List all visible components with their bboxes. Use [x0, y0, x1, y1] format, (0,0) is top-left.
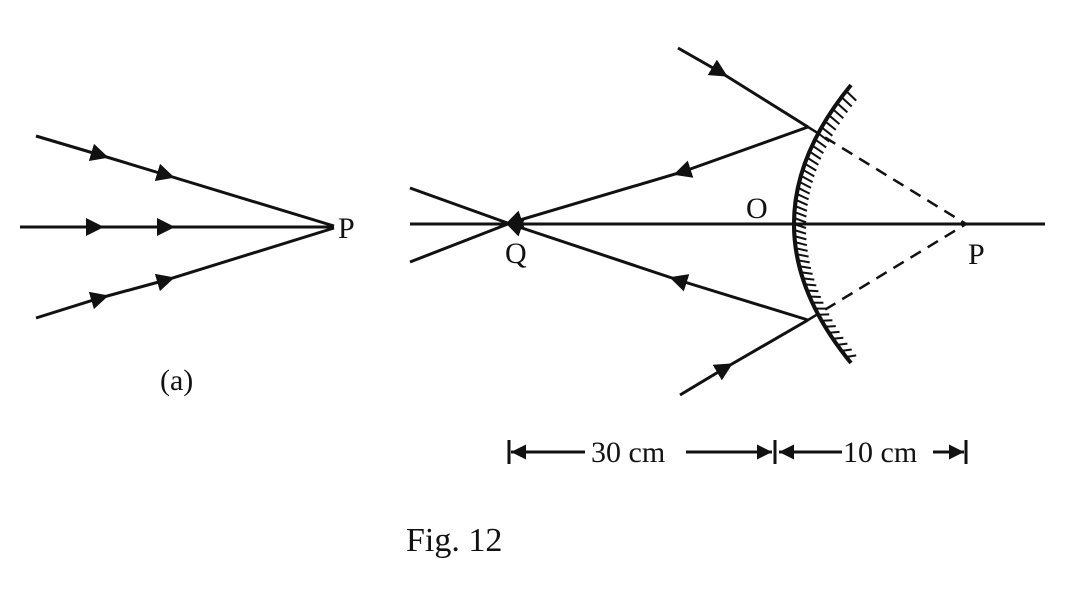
incident-ray-top	[678, 48, 808, 127]
part-a-rays	[20, 136, 334, 318]
label-image-q: Q	[505, 237, 527, 270]
ray-a-bottom	[36, 228, 334, 318]
dashed-extension-bottom	[808, 224, 966, 320]
mirror-hatch-mark	[825, 121, 836, 130]
mirror-hatch-mark	[829, 115, 840, 124]
mirror-hatch-mark	[842, 97, 852, 106]
label-part-a: (a)	[160, 364, 193, 397]
figure-caption: Fig. 12	[406, 522, 502, 559]
mirror-hatch-mark	[837, 103, 847, 112]
label-pole-o: O	[746, 192, 768, 225]
ray-a-top	[36, 136, 334, 226]
mirror-hatch-mark	[833, 109, 843, 118]
dashed-extension-top	[808, 127, 966, 224]
mirror-hatch-mark	[822, 127, 833, 136]
label-point-p-b: P	[968, 238, 985, 271]
label-point-p-a: P	[338, 212, 355, 245]
dimension-label-30cm: 30 cm	[591, 436, 665, 469]
part-b	[410, 48, 1045, 395]
incident-ray-bottom	[680, 320, 808, 395]
mirror-hatch-mark	[846, 91, 856, 101]
dimension-label-10cm: 10 cm	[843, 436, 917, 469]
